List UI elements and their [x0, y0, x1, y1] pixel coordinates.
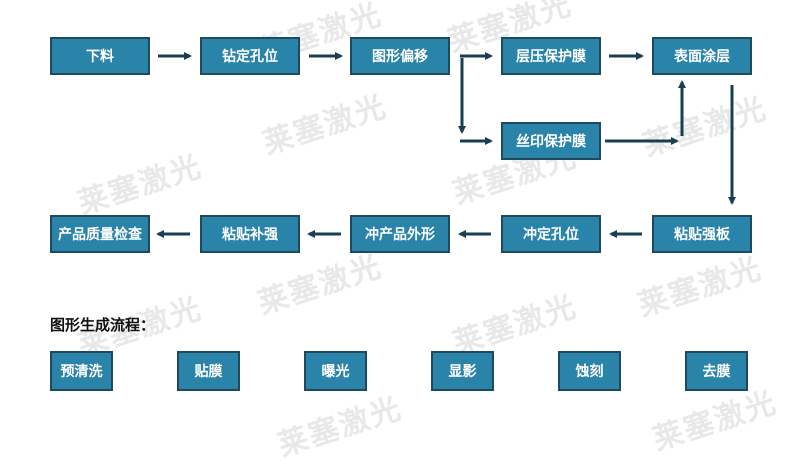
step-zhantie-buqiang: 粘贴补强 [200, 215, 300, 253]
step-biaomian-tuceng: 表面涂层 [652, 37, 752, 75]
step-cengya-baohumo: 层压保护膜 [501, 37, 601, 75]
step-chanpin-zhiliang-jiancha: 产品质量检查 [50, 215, 150, 253]
process-step: 去膜 [685, 351, 748, 391]
step-siyin-baohumo: 丝印保护膜 [501, 122, 601, 160]
step-xialiao: 下料 [50, 37, 150, 75]
process-step: 预清洗 [50, 351, 113, 391]
step-chong-chanpin-waixing: 冲产品外形 [350, 215, 450, 253]
step-chong-ding-kong-wei: 冲定孔位 [501, 215, 601, 253]
process-step: 蚀刻 [558, 351, 621, 391]
flow-arrows [156, 52, 736, 238]
step-zuan-ding-kong-wei: 钻定孔位 [200, 37, 300, 75]
step-tuxing-pianyi: 图形偏移 [350, 37, 450, 75]
process-step: 显影 [431, 351, 494, 391]
step-zhantie-qiangban: 粘贴强板 [652, 215, 752, 253]
graphic-process-title: 图形生成流程： [50, 316, 156, 334]
process-step: 曝光 [304, 351, 367, 391]
process-step: 贴膜 [177, 351, 240, 391]
